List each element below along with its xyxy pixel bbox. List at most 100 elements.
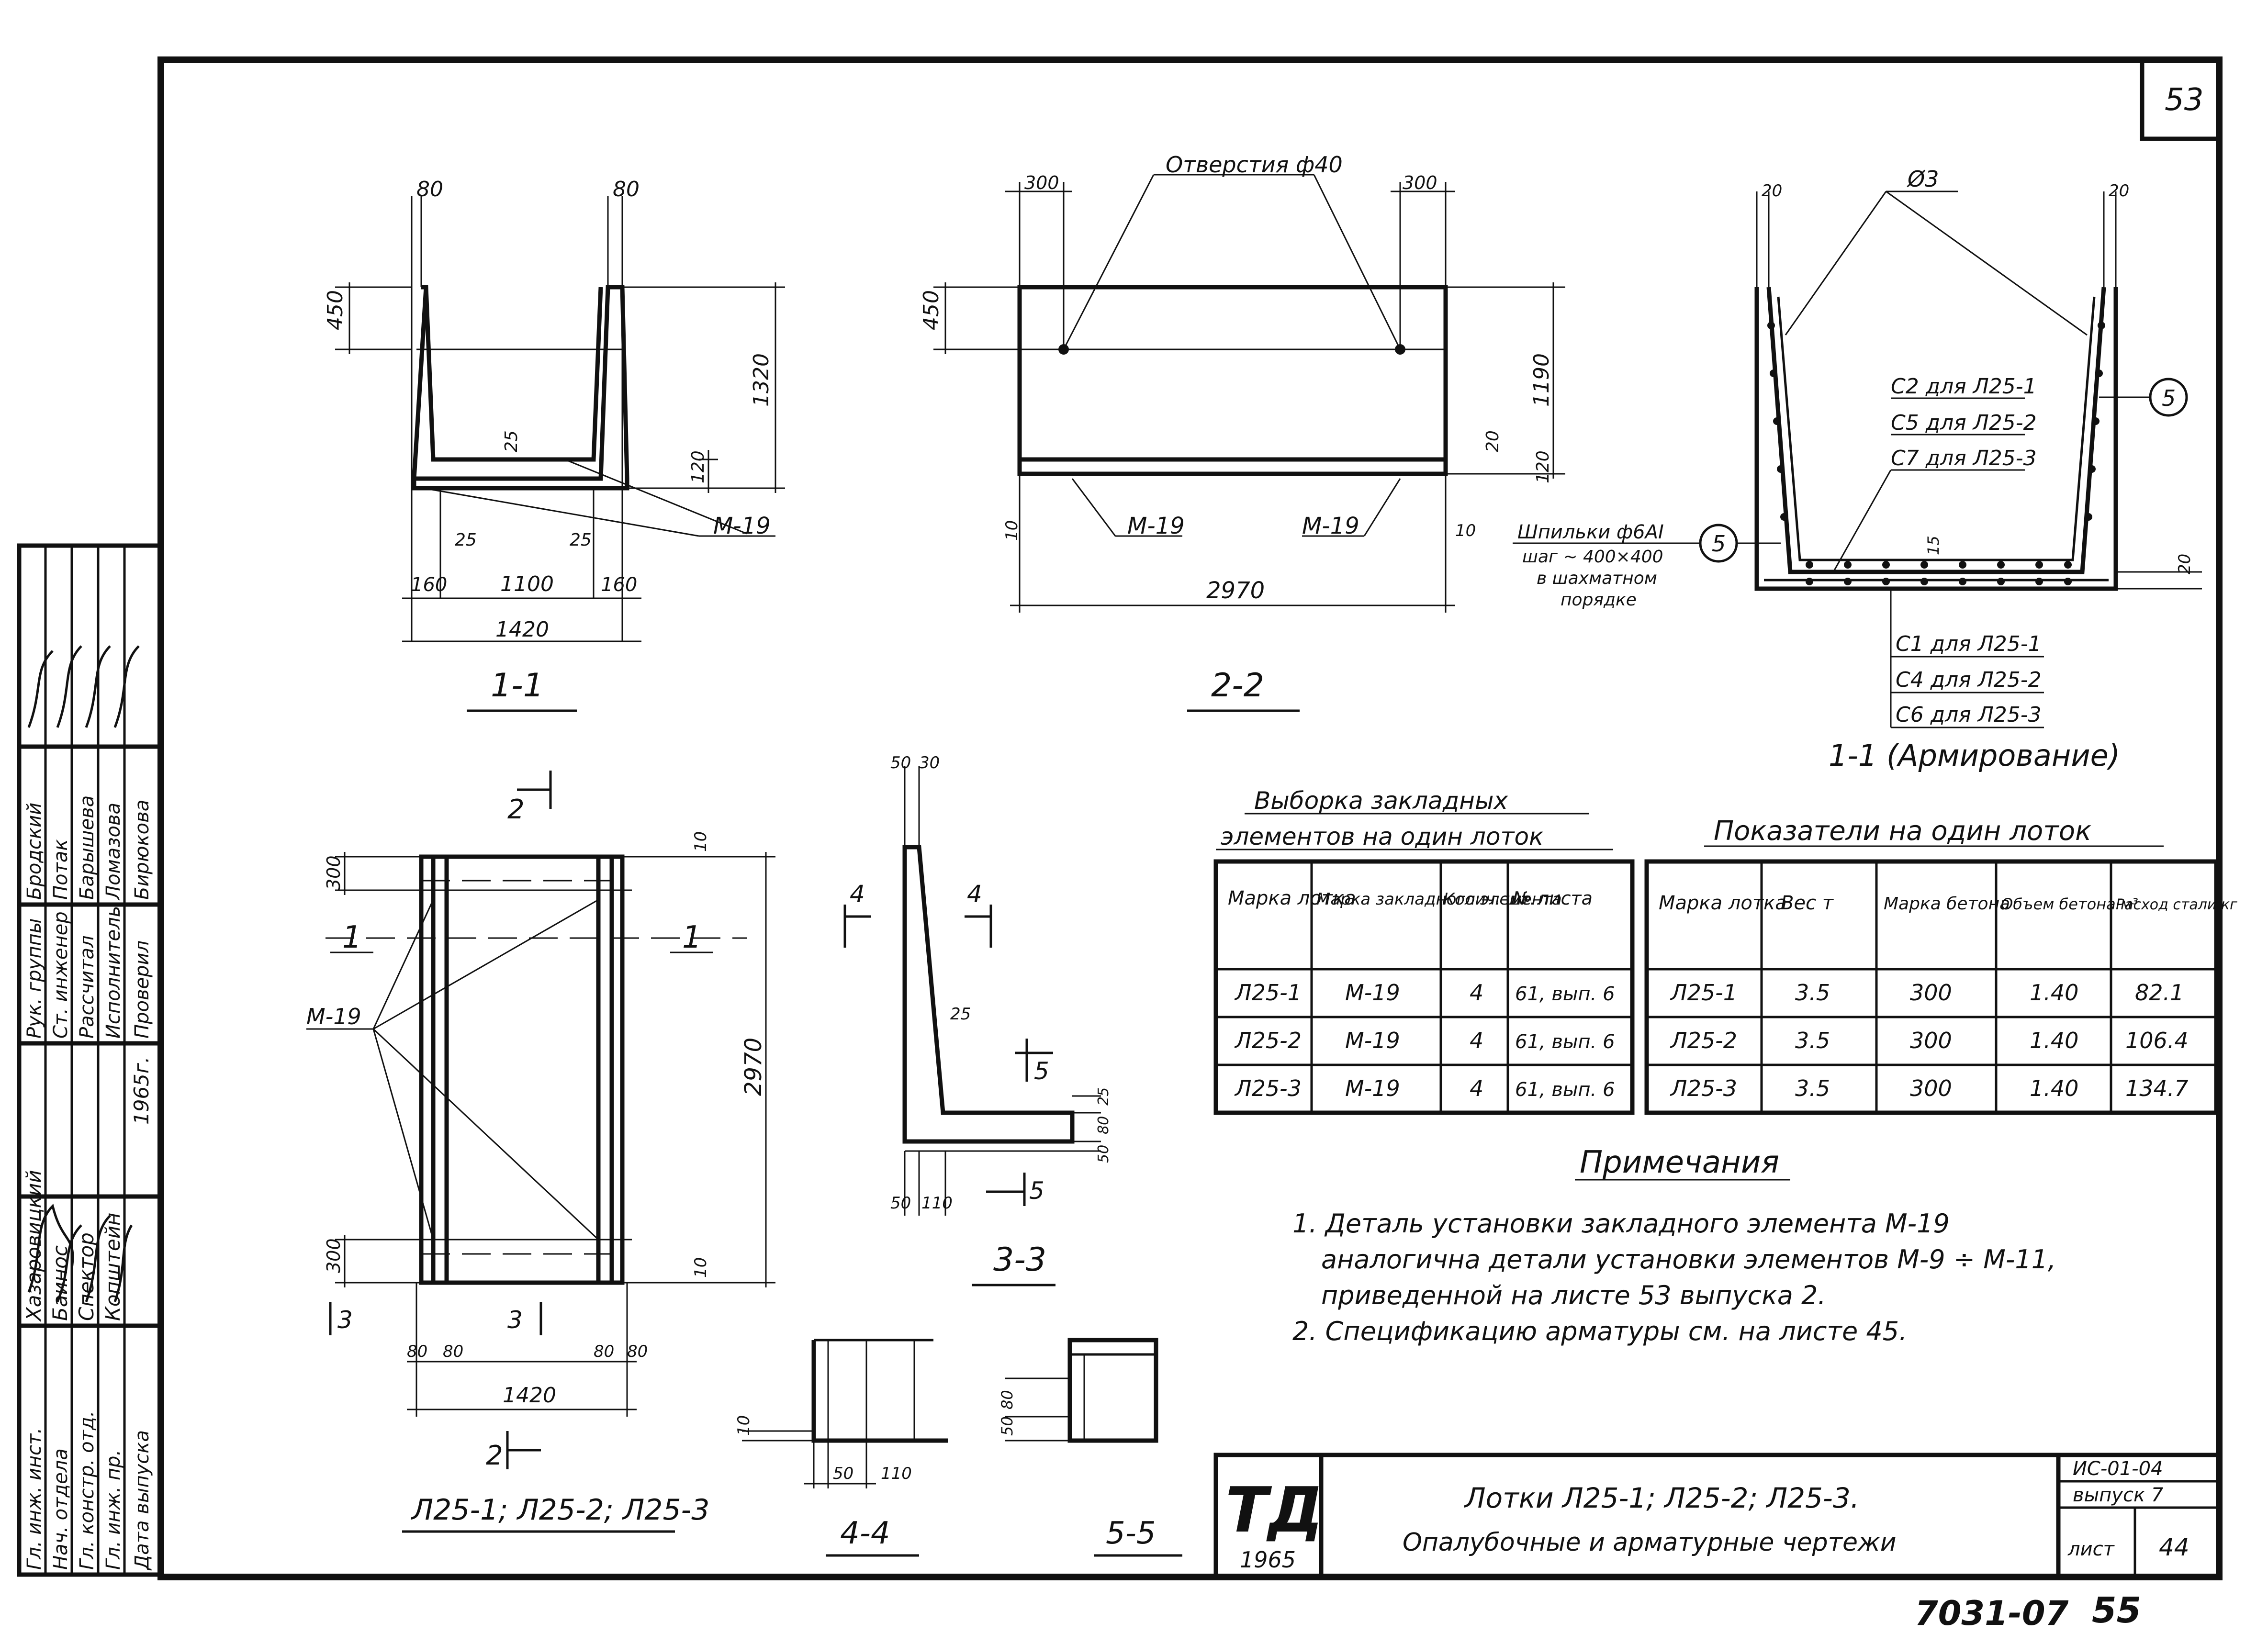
logo-year: 1965 xyxy=(1240,1547,1296,1573)
cut-5-top: 5 xyxy=(1034,1057,1049,1085)
dim-50-33-r: 50 xyxy=(1095,1145,1112,1163)
indicators-cell: 106.4 xyxy=(2125,1028,2189,1053)
dim-30-33: 30 xyxy=(919,753,940,772)
signatures xyxy=(27,645,140,1302)
dim-25-right: 25 xyxy=(570,530,592,550)
notes-title: Примечания xyxy=(1580,1145,1779,1180)
plan-view: 300 300 2970 10 10 80 80 80 80 1420 М-19… xyxy=(306,771,775,1533)
cut-4-right: 4 xyxy=(967,880,982,908)
embeds-cell: Л25-1 xyxy=(1234,980,1302,1006)
corner-number-box xyxy=(2140,57,2222,141)
dim-10-left: 10 xyxy=(1002,520,1022,541)
indicators-cell: 1.40 xyxy=(2030,1028,2078,1053)
dim-160-left: 160 xyxy=(411,574,447,596)
dim-1100: 1100 xyxy=(500,572,554,596)
stamp-page: 55 xyxy=(2092,1590,2141,1631)
section-reinforcement: 20 20 Ø3 15 20 5 5 С2 для Л25-1 С5 для Л… xyxy=(1513,166,2202,773)
stamp-role: Рук. группы xyxy=(23,918,45,1039)
svg-text:порядке: порядке xyxy=(1561,590,1637,610)
notes: Примечания 1. Деталь установки закладног… xyxy=(1292,1145,2056,1346)
embeds-cell: 4 xyxy=(1470,980,1483,1006)
embeds-cell: 4 xyxy=(1470,1075,1483,1101)
stamp-role: Гл. констр. отд. xyxy=(76,1411,98,1570)
embeds-title-1: Выборка закладных xyxy=(1254,787,1508,815)
dim-1190: 1190 xyxy=(1529,353,1554,407)
dim-50-55: 50 xyxy=(998,1416,1016,1436)
indicators-cell: Л25-3 xyxy=(1670,1075,1737,1101)
dim-10-44: 10 xyxy=(734,1415,753,1436)
dim-300-right: 300 xyxy=(1403,172,1437,193)
note-line-2: аналогична детали установки элементов М-… xyxy=(1321,1244,2056,1275)
side-view-body xyxy=(1017,285,1448,476)
callout-5-right-text: 5 xyxy=(2162,385,2176,411)
dim-120-22: 120 xyxy=(1533,450,1553,483)
note-line-4: 2. Спецификацию арматуры см. на листе 45… xyxy=(1292,1316,1907,1346)
section-label-5-5: 5-5 xyxy=(1106,1516,1156,1551)
dim-1320: 1320 xyxy=(749,353,774,407)
hole-label: Отверстия ф40 xyxy=(1166,152,1343,178)
corner-number: 53 xyxy=(2165,82,2203,118)
svg-text:С7 для Л25-3: С7 для Л25-3 xyxy=(1891,446,2037,470)
section-label-4-4: 4-4 xyxy=(840,1516,890,1551)
stamp-name: Потак xyxy=(50,839,72,900)
plan-label: Л25-1; Л25-2; Л25-3 xyxy=(411,1493,709,1527)
indicators-header-3: Объем бетона м³ xyxy=(2001,895,2138,913)
svg-text:С4 для Л25-2: С4 для Л25-2 xyxy=(1896,668,2042,692)
stamp-role: Рассчитал xyxy=(76,935,98,1039)
dim-10-plan-bottom: 10 xyxy=(691,1257,710,1278)
bottom-frame-labels: С1 для Л25-1 С4 для Л25-2 С6 для Л25-3 xyxy=(1890,589,2044,728)
indicators-cell: 300 xyxy=(1910,1075,1952,1101)
svg-text:шаг ~ 400×400: шаг ~ 400×400 xyxy=(1522,547,1663,567)
embeds-cell: 61, вып. 6 xyxy=(1515,983,1615,1005)
stamp-code: 7031-07 xyxy=(1915,1594,2069,1633)
cut-2-top: 2 xyxy=(507,794,525,825)
embeds-cell: 61, вып. 6 xyxy=(1515,1079,1615,1101)
dim-25-floor: 25 xyxy=(502,430,521,452)
section-2-2: Отверстия ф40 300 300 450 1190 20 120 М-… xyxy=(919,152,1565,712)
embeds-title-2: элементов на один лоток xyxy=(1221,823,1543,850)
stamp-role: Нач. отдела xyxy=(50,1448,72,1570)
stamp-name: Копштейн xyxy=(101,1213,124,1321)
dim-50-33-b: 50 xyxy=(890,1194,911,1213)
dim-1420-plan: 1420 xyxy=(503,1383,556,1408)
dim-25-left: 25 xyxy=(455,530,477,550)
wall-frame-labels: С2 для Л25-1 С5 для Л25-2 С7 для Л25-3 xyxy=(1832,374,2037,572)
title-line-1: Лотки Л25-1; Л25-2; Л25-3. xyxy=(1464,1482,1859,1514)
indicators-cell: Л25-2 xyxy=(1670,1028,1737,1053)
dim-160-right: 160 xyxy=(601,574,637,596)
stamp-name: Бирюкова xyxy=(131,800,153,900)
embed-left-22: М-19 xyxy=(1127,513,1185,539)
section-1-1: 80 80 450 1320 25 120 25 25 1100 160 160… xyxy=(323,177,785,712)
indicators-header-1: Вес т xyxy=(1781,892,1834,914)
stamp-name: Хазаровицкий xyxy=(22,1170,45,1322)
reinf-outline xyxy=(1766,287,2106,574)
plan-embed-label: М-19 xyxy=(306,1004,361,1029)
indicators-cell: 1.40 xyxy=(2030,980,2078,1006)
indicators-cell: 3.5 xyxy=(1795,980,1830,1006)
stamp-role: Дата выпуска xyxy=(131,1430,153,1571)
indicators-cell: 1.40 xyxy=(2030,1075,2078,1101)
section-label-reinf: 1-1 (Армирование) xyxy=(1829,738,2120,773)
cut-2-bottom: 2 xyxy=(486,1440,503,1471)
embeds-header-1: Марка закладного элемента xyxy=(1316,890,1562,909)
dim-10-right: 10 xyxy=(1455,521,1476,540)
dim-top-reinf: Ø3 xyxy=(1907,166,1939,192)
dim-15-reinf: 15 xyxy=(1924,536,1942,555)
dim-20-tl: 20 xyxy=(1762,181,1782,201)
side-stamp: Гл. инж. инст. Нач. отдела Гл. констр. о… xyxy=(17,543,163,1577)
dim-80-left: 80 xyxy=(416,177,443,201)
dim-20-tr: 20 xyxy=(2109,181,2129,201)
svg-text:С5 для Л25-2: С5 для Л25-2 xyxy=(1891,411,2037,435)
indicators-cell: 3.5 xyxy=(1795,1028,1830,1053)
section-label-1-1: 1-1 xyxy=(491,667,544,705)
dim-2970-22: 2970 xyxy=(1206,577,1265,604)
dim-120: 120 xyxy=(688,450,708,483)
stamp-role: Гл. инж. инст. xyxy=(23,1428,45,1570)
dim-1420: 1420 xyxy=(495,617,549,642)
svg-text:Шпильки ф6АI: Шпильки ф6АI xyxy=(1517,521,1664,543)
dim-80-right: 80 xyxy=(613,177,640,201)
indicators-cell: 82.1 xyxy=(2135,980,2184,1006)
svg-text:в шахматном: в шахматном xyxy=(1537,569,1657,588)
dim-50-33: 50 xyxy=(890,753,911,772)
